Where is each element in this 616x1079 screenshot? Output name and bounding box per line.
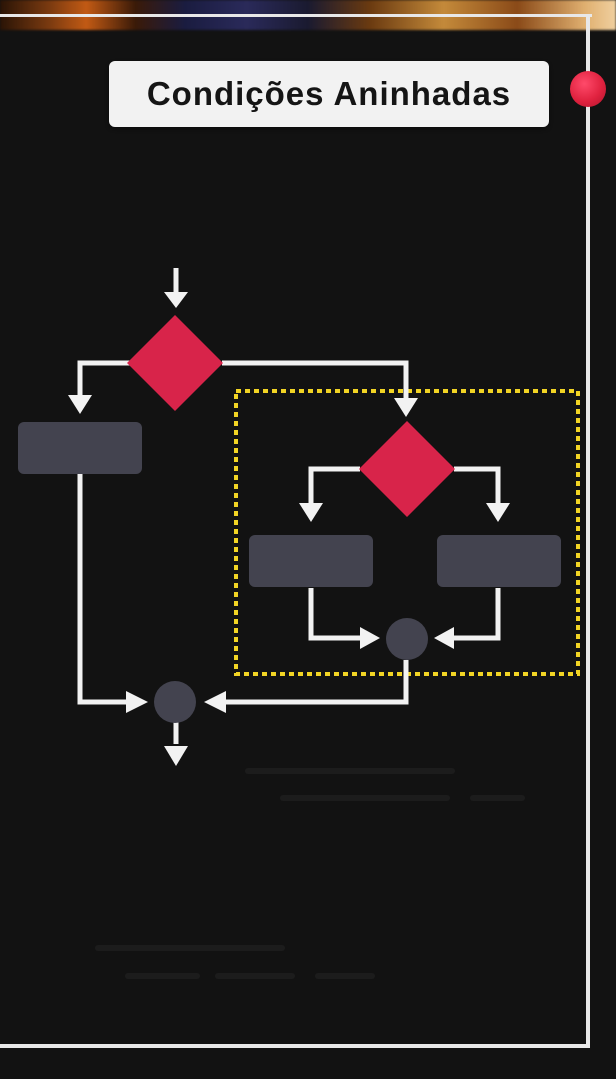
inner-exit-arrow — [224, 660, 409, 705]
arrowhead-outer-left — [68, 395, 92, 414]
inner-left-process-block — [249, 535, 373, 587]
record-dot-icon — [570, 71, 606, 107]
inner-left-merge-arrow — [308, 588, 362, 641]
frame-border-right — [586, 14, 590, 1048]
arrowhead-outer-right — [394, 398, 418, 417]
inner-merge-connector — [386, 618, 428, 660]
ghost-line — [315, 973, 375, 979]
arrowhead-exit — [164, 746, 188, 766]
frame-border-top — [0, 14, 592, 17]
ghost-line — [95, 945, 285, 951]
arrowhead-inner-merge-left — [360, 627, 380, 649]
ghost-line — [280, 795, 450, 801]
inner-right-merge-arrow — [452, 588, 501, 641]
title-card: Condições Aninhadas — [109, 61, 549, 127]
outer-true-branch-arrow — [222, 360, 409, 402]
inner-left-branch-arrow — [308, 466, 360, 506]
frame-border-bottom — [0, 1044, 590, 1048]
arrowhead-entry — [164, 292, 188, 308]
inner-decision-diamond — [359, 421, 455, 517]
ghost-line — [470, 795, 525, 801]
outer-decision-diamond — [127, 315, 223, 411]
arrowhead-inner-right — [486, 503, 510, 522]
arrowhead-outer-merge-right — [204, 691, 226, 713]
inner-right-process-block — [437, 535, 561, 587]
ghost-line — [125, 973, 200, 979]
outer-left-merge-arrow — [77, 474, 128, 705]
outer-false-branch-arrow — [77, 360, 130, 398]
ghost-line — [215, 973, 295, 979]
page-title: Condições Aninhadas — [146, 75, 512, 112]
inner-right-branch-arrow — [454, 466, 501, 506]
arrowhead-outer-merge-left — [126, 691, 148, 713]
ghost-line — [245, 768, 455, 774]
arrowhead-inner-merge-right — [434, 627, 454, 649]
outer-false-process-block — [18, 422, 142, 474]
arrowhead-inner-left — [299, 503, 323, 522]
outer-merge-connector — [154, 681, 196, 723]
